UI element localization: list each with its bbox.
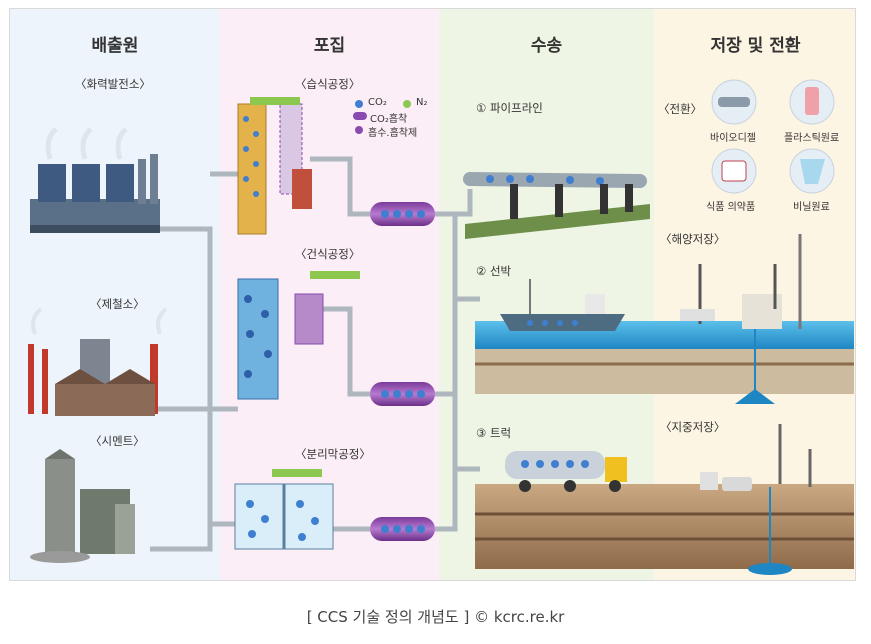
ccs-diagram: 배출원 포집 수송 저장 및 전환	[9, 8, 856, 581]
ocean-storage-label: 〈해양저장〉	[660, 232, 726, 246]
wet-process-illustration	[237, 97, 312, 235]
legend-co2-absorb: CO₂흡착	[370, 114, 408, 125]
legend-n2: N₂	[416, 97, 428, 108]
dry-process-label: 〈건식공정〉	[295, 247, 361, 261]
pipe-network	[150, 156, 480, 552]
dry-process-illustration	[237, 271, 360, 400]
power-plant-label: 〈화력발전소〉	[75, 77, 151, 91]
legend-co2: CO₂	[368, 97, 387, 108]
co2-tank	[370, 517, 435, 541]
food-medicine-icon	[711, 148, 757, 194]
cement-plant-illustration	[30, 449, 135, 563]
co2-legend-dot	[355, 100, 363, 108]
figure-caption: [ CCS 기술 정의 개념도 ] © kcrc.re.kr	[306, 608, 565, 626]
co2-absorb-legend-marker	[353, 112, 367, 120]
biodiesel-label: 바이오디젤	[710, 133, 756, 144]
legend-absorbent: 흡수.흡착제	[368, 128, 418, 139]
pipeline-illustration	[463, 172, 650, 239]
storage-title: 저장 및 전환	[710, 36, 801, 56]
steel-mill-label: 〈제철소〉	[90, 297, 145, 311]
co2-tank	[370, 202, 435, 226]
n2-legend-dot	[403, 100, 411, 108]
truck-illustration	[475, 451, 854, 569]
truck-label: ③ 트럭	[476, 426, 512, 440]
vinyl-material-icon	[789, 148, 835, 194]
transport-title: 수송	[530, 36, 563, 56]
emission-title: 배출원	[91, 36, 139, 56]
absorbent-legend-dot	[355, 126, 363, 134]
plastic-label: 플라스틱원료	[784, 133, 840, 144]
ship-illustration	[475, 279, 854, 394]
underground-storage-label: 〈지중저장〉	[660, 420, 726, 434]
capture-title: 포집	[313, 36, 346, 56]
vinyl-label: 비닐원료	[793, 202, 830, 213]
underground-storage-illustration	[700, 424, 812, 575]
biodiesel-icon	[711, 79, 757, 125]
ocean-storage-illustration	[680, 234, 802, 404]
steel-mill-illustration	[28, 307, 168, 416]
pipeline-label: ① 파이프라인	[476, 101, 543, 115]
plastic-material-icon	[789, 79, 835, 125]
cement-label: 〈시멘트〉	[90, 434, 145, 448]
membrane-process-label: 〈분리막공정〉	[295, 447, 371, 461]
co2-tank	[370, 382, 435, 406]
food-medicine-label: 식품 의약품	[706, 202, 756, 213]
diagram-illustration	[28, 79, 854, 575]
legend-markers	[353, 100, 411, 134]
membrane-process-illustration	[234, 469, 334, 550]
wet-process-label: 〈습식공정〉	[295, 77, 361, 91]
power-plant-illustration	[30, 127, 160, 233]
conversion-label: 〈전환〉	[658, 102, 703, 116]
ship-label: ② 선박	[476, 264, 512, 278]
